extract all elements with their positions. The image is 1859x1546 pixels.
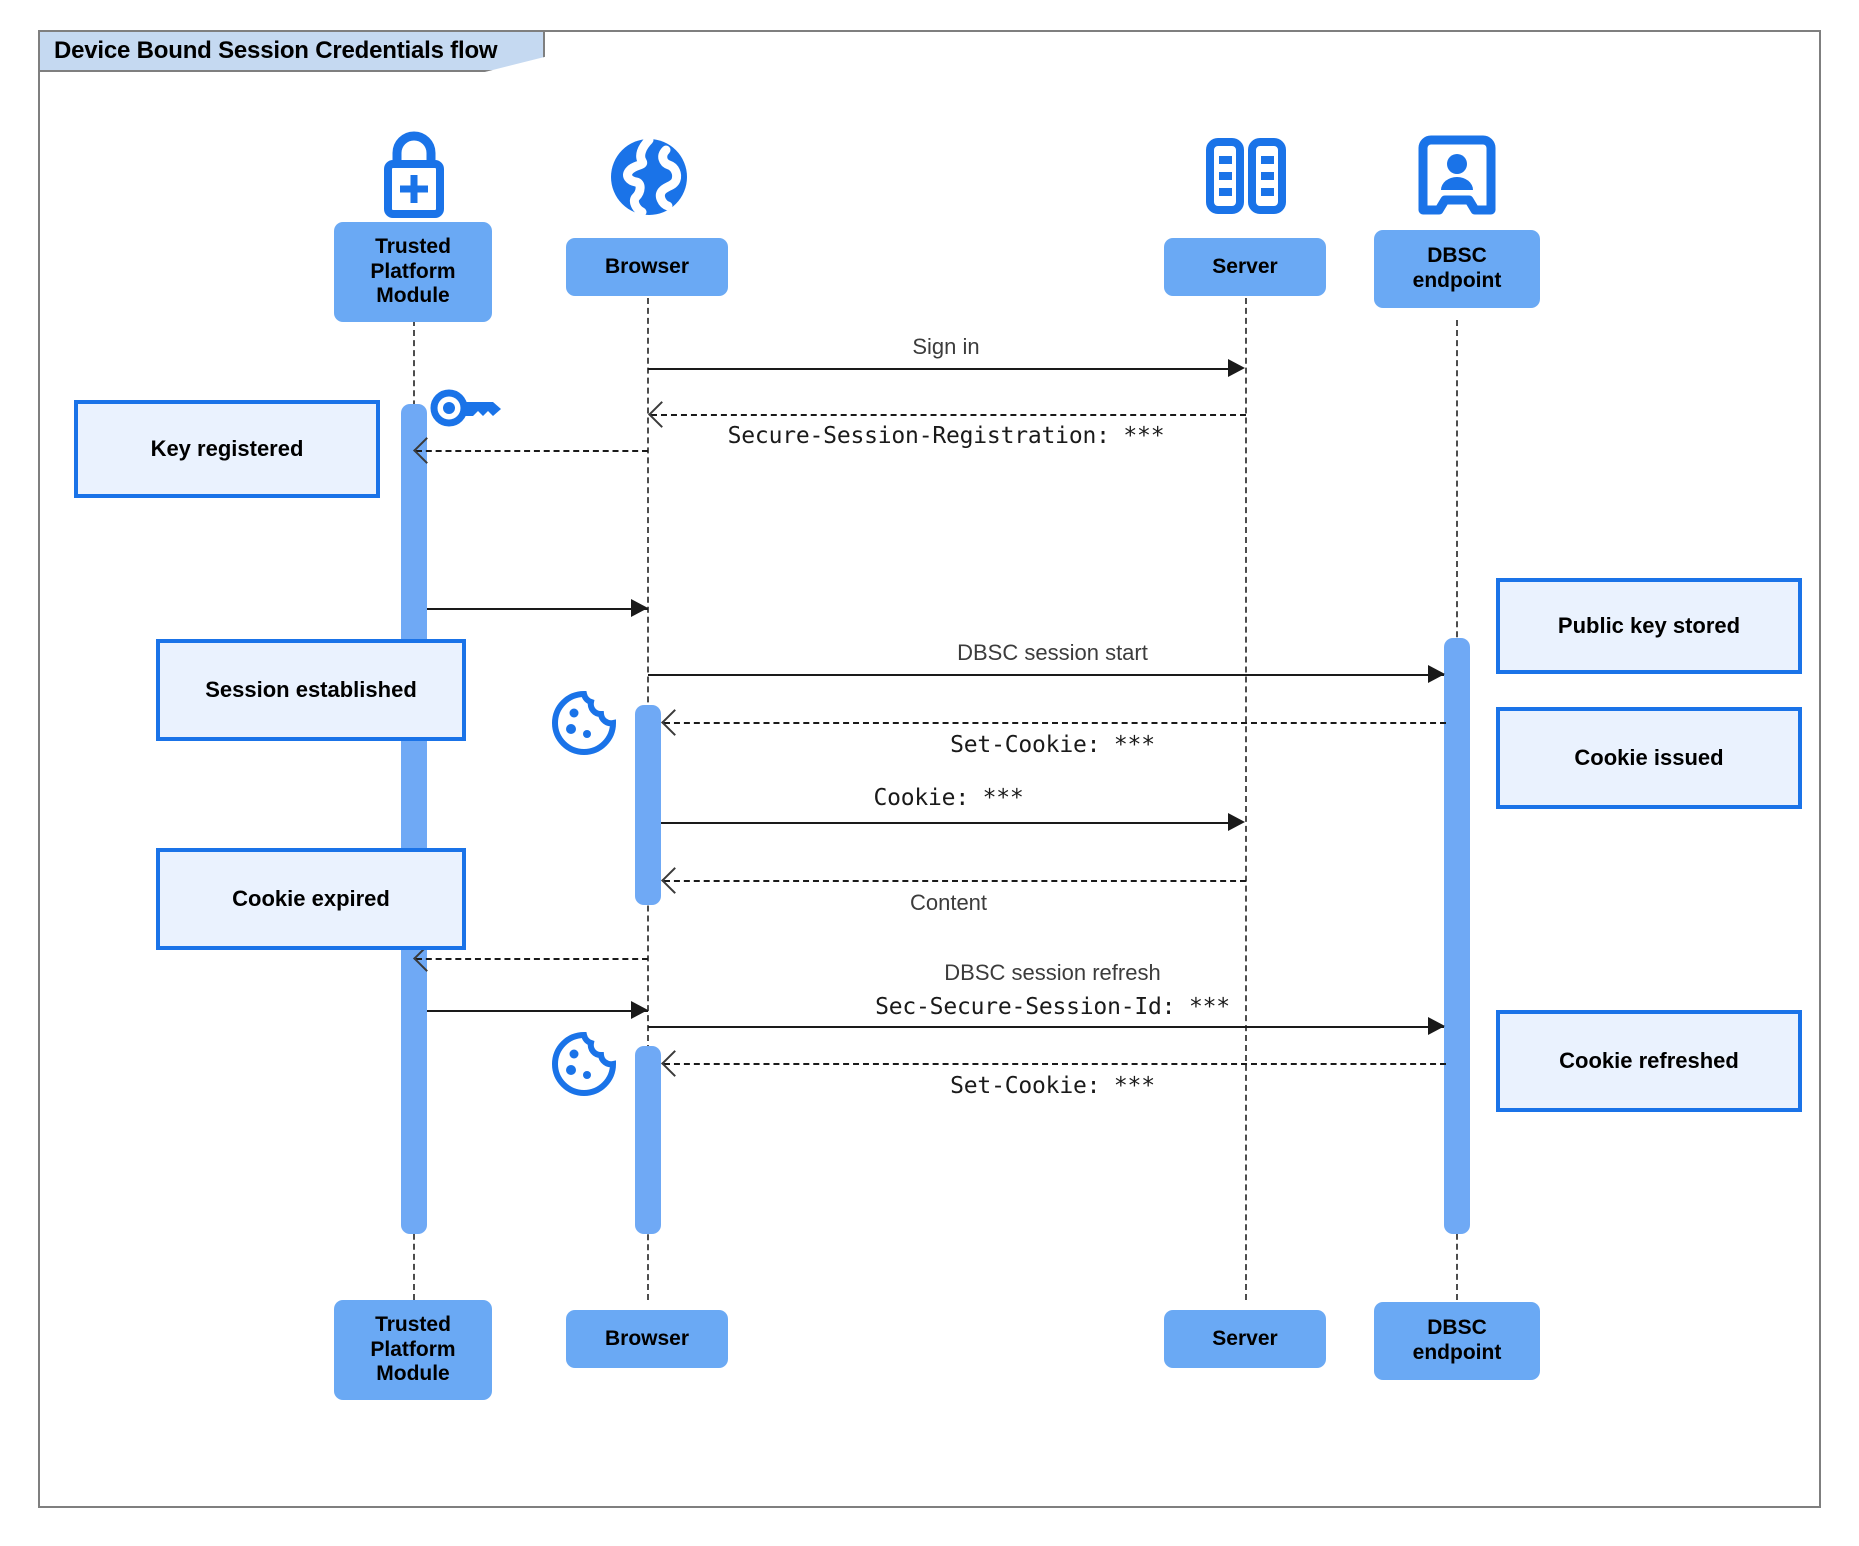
note-label: Public key stored (1557, 612, 1741, 638)
note-label: Key registered (150, 435, 304, 461)
message-line-browser-to-tpm-2 (416, 958, 648, 960)
id-badge-icon (1418, 135, 1496, 215)
message-label-set-cookie-1: Set-Cookie: *** (950, 732, 1155, 758)
participant-server-top[interactable]: Server (1164, 238, 1326, 296)
participant-label: Browser (604, 254, 690, 278)
arrowhead-right (631, 599, 648, 617)
diagram-title: Device Bound Session Credentials flow (40, 32, 546, 72)
globe-icon (611, 135, 687, 217)
message-label-secure-session-registration: Secure-Session-Registration: *** (727, 423, 1165, 449)
note-public-key-stored: Public key stored (1496, 578, 1802, 674)
message-line-tpm-to-browser-1 (427, 608, 648, 610)
note-label: Cookie issued (1574, 744, 1724, 770)
participant-tpm-top[interactable]: Trusted Platform Module (334, 222, 492, 322)
participant-server-bottom[interactable]: Server (1164, 1310, 1326, 1368)
message-line-secure-session-registration (651, 414, 1246, 416)
globe-icon-wrap (604, 128, 694, 220)
cookie-icon-wrap-2 (549, 1028, 619, 1098)
server-rack-icon-wrap (1198, 128, 1294, 220)
participant-tpm-bottom[interactable]: Trusted Platform Module (334, 1300, 492, 1400)
lock-plus-icon-wrap (366, 124, 462, 224)
participant-label: DBSC endpoint (1412, 1316, 1502, 1364)
arrowhead-right (631, 1001, 648, 1019)
participant-label: Trusted Platform Module (370, 234, 456, 308)
participant-label: DBSC endpoint (1412, 244, 1502, 292)
id-badge-icon-wrap (1414, 128, 1500, 220)
message-line-content (664, 880, 1246, 882)
cookie-icon (552, 1031, 617, 1096)
note-cookie-issued: Cookie issued (1496, 707, 1802, 809)
message-line-set-cookie-2 (664, 1063, 1446, 1065)
message-label-content: Content (909, 890, 988, 915)
message-line-dbsc-session-start (648, 674, 1444, 676)
lifeline-server (1245, 288, 1247, 1300)
participant-browser-bottom[interactable]: Browser (566, 1310, 728, 1368)
arrowhead-right (1228, 813, 1245, 831)
message-line-browser-to-tpm-1 (416, 450, 648, 452)
participant-label: Browser (604, 1326, 690, 1350)
cookie-icon (552, 690, 617, 755)
message-line-dbsc-session-refresh (648, 1026, 1444, 1028)
note-label: Cookie expired (232, 885, 390, 911)
arrowhead-right (1428, 665, 1445, 683)
message-line-sign-in (648, 368, 1236, 370)
activation-bar-dbsc (1444, 638, 1470, 1234)
message-label-set-cookie-2: Set-Cookie: *** (950, 1073, 1155, 1099)
participant-label: Trusted Platform Module (370, 1312, 456, 1386)
participant-browser-top[interactable]: Browser (566, 238, 728, 296)
message-line-tpm-to-browser-2 (427, 1010, 648, 1012)
arrowhead-right (1428, 1017, 1445, 1035)
arrowhead-right (1228, 359, 1245, 377)
message-line-cookie (661, 822, 1236, 824)
message-label-dbsc-session-refresh: DBSC session refresh (944, 960, 1161, 985)
lock-plus-icon (384, 131, 444, 218)
participant-dbsc-top[interactable]: DBSC endpoint (1374, 230, 1540, 308)
note-label: Session established (205, 676, 417, 702)
message-line-set-cookie-1 (664, 722, 1446, 724)
diagram-frame (38, 30, 1821, 1508)
participant-dbsc-bottom[interactable]: DBSC endpoint (1374, 1302, 1540, 1380)
message-label-cookie: Cookie: *** (873, 785, 1024, 811)
note-label: Cookie refreshed (1559, 1047, 1739, 1073)
message-label-sign-in: Sign in (912, 334, 980, 359)
message-label-sec-secure-session-id: Sec-Secure-Session-Id: *** (875, 994, 1230, 1020)
message-label-dbsc-session-start: DBSC session start (957, 640, 1148, 665)
key-icon-wrap (428, 384, 510, 436)
note-key-registered: Key registered (74, 400, 380, 498)
participant-label: Server (1212, 1326, 1278, 1350)
server-rack-icon (1206, 138, 1286, 214)
participant-label: Server (1212, 254, 1278, 278)
key-icon (430, 389, 501, 427)
activation-bar-tpm (401, 404, 427, 1234)
cookie-icon-wrap-1 (549, 687, 619, 757)
note-cookie-expired: Cookie expired (156, 848, 466, 950)
activation-bar-browser-2 (635, 1046, 661, 1234)
note-session-established: Session established (156, 639, 466, 741)
note-cookie-refreshed: Cookie refreshed (1496, 1010, 1802, 1112)
activation-bar-browser-1 (635, 705, 661, 905)
